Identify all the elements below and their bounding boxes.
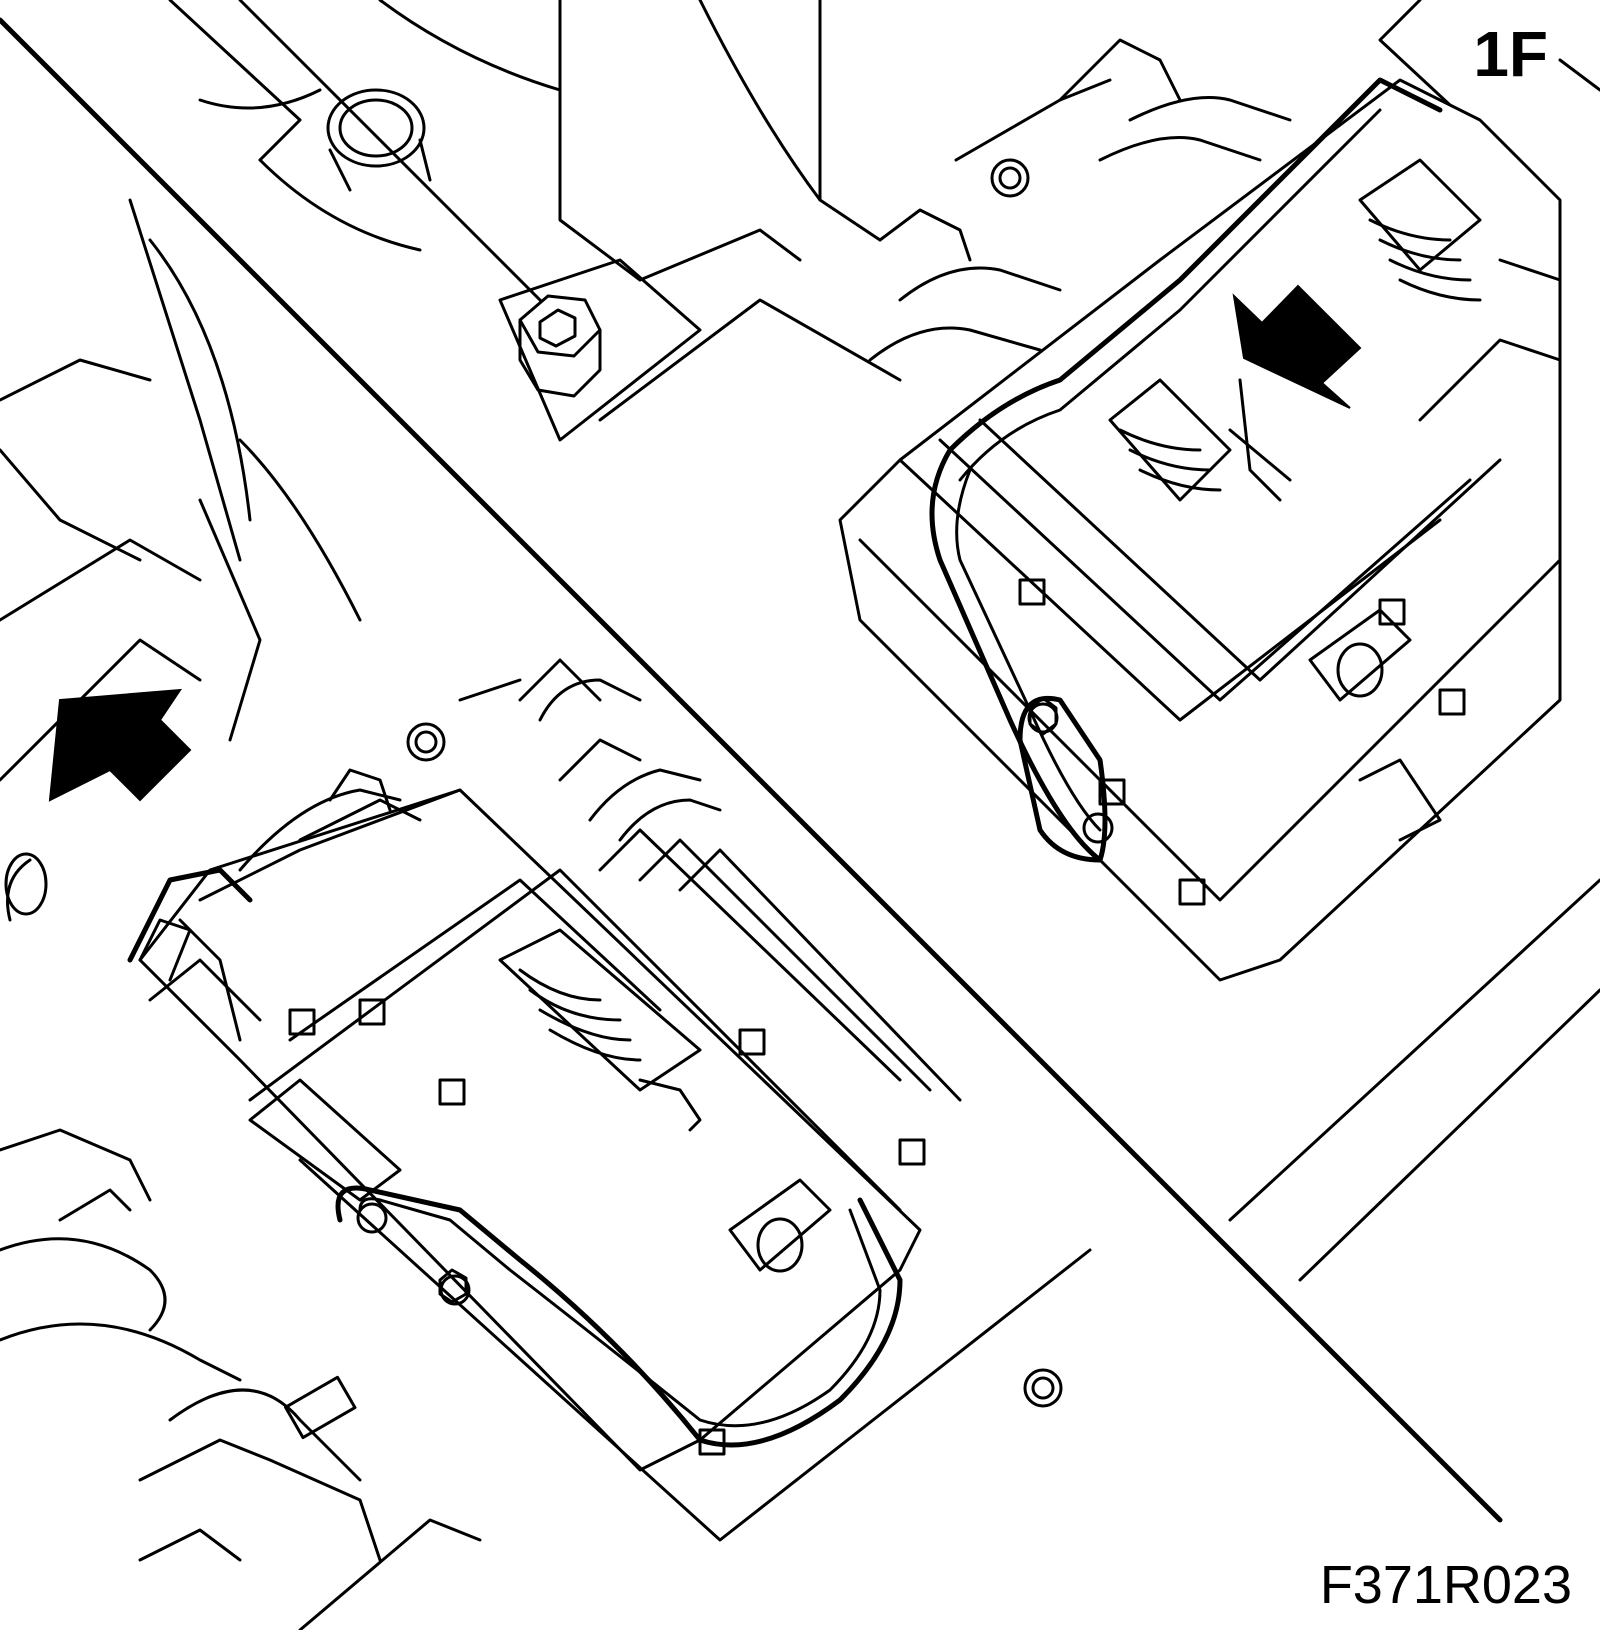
- ignition-coil-lower: [127, 658, 1092, 1542]
- step-label: 1F: [1473, 18, 1548, 90]
- hose-clamp: [0, 1128, 482, 1632]
- engine-background-left: [0, 198, 362, 922]
- diagonal-panel-edge: [0, 0, 1600, 1523]
- hex-bolt: [518, 294, 602, 398]
- arrow-up-left-icon: [48, 688, 192, 802]
- ignition-coil-upper: [838, 38, 1562, 982]
- arrow-down-left-icon: [1232, 284, 1362, 409]
- engine-background-top: [168, 0, 1600, 1408]
- figure-id: F371R023: [1319, 1555, 1572, 1615]
